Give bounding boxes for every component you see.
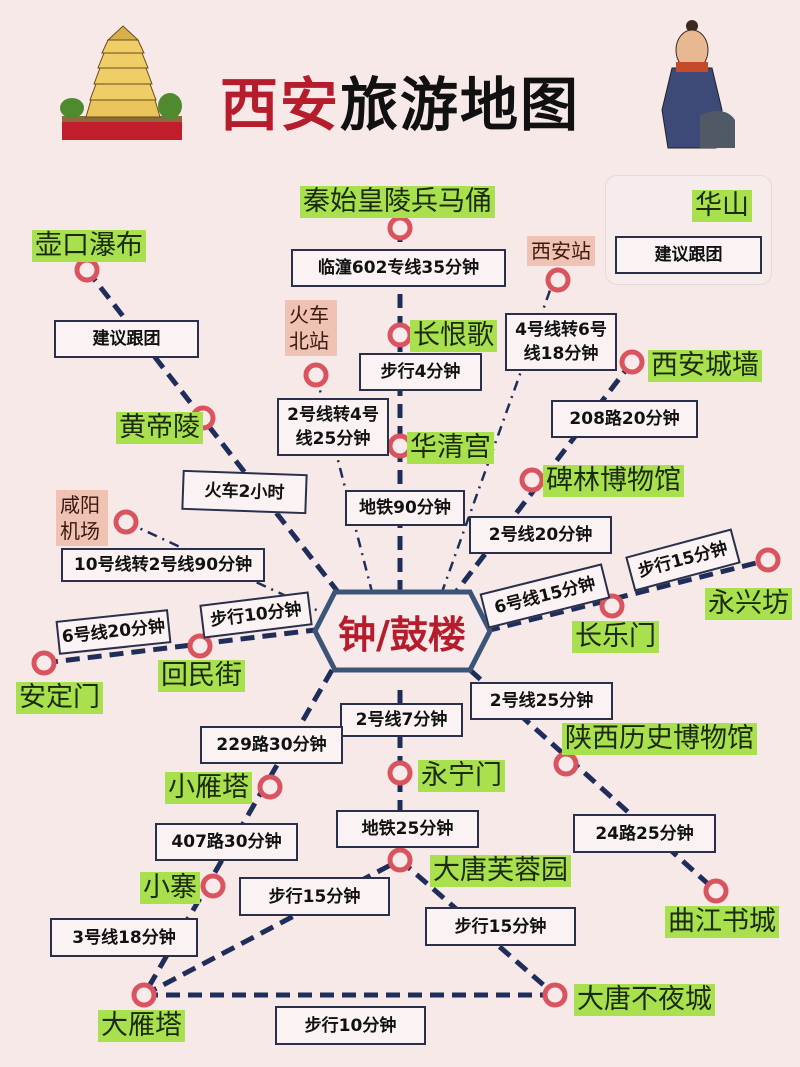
route-walk10-south: 步行10分钟: [275, 1006, 426, 1045]
route-train2h: 火车2小时: [181, 469, 308, 515]
hub-bell-drum-tower[interactable]: 钟/鼓楼: [338, 611, 466, 657]
route-line10to2: 10号线转2号线90分钟: [61, 548, 265, 582]
route-line2to4: 2号线转4号线25分钟: [277, 398, 389, 456]
place-yongxing[interactable]: 永兴坊: [705, 588, 792, 620]
route-line2-7: 2号线7分钟: [340, 703, 463, 737]
place-yongning[interactable]: 永宁门: [418, 760, 505, 792]
route-hukou-tour: 建议跟团: [54, 320, 199, 358]
route-bus208: 208路20分钟: [551, 400, 698, 438]
terracotta-warrior-icon: [661, 20, 735, 149]
route-huashan-tour: 建议跟团: [615, 236, 762, 274]
route-bus24: 24路25分钟: [573, 814, 716, 853]
place-huimin[interactable]: 回民街: [158, 660, 245, 692]
page-title: 西安旅游地图: [0, 58, 800, 142]
place-beilin[interactable]: 碑林博物馆: [543, 465, 684, 497]
station-xian[interactable]: 西安站: [527, 236, 595, 266]
station-xianyang-airport[interactable]: 咸阳机场: [56, 490, 108, 546]
place-huaqing[interactable]: 华清宫: [407, 432, 494, 464]
place-qujiang[interactable]: 曲江书城: [665, 906, 779, 938]
hub-hexagon: [312, 589, 493, 673]
route-walk4: 步行4分钟: [359, 353, 482, 391]
title-city: 西安: [219, 71, 340, 139]
place-huashan[interactable]: 华山: [692, 190, 752, 222]
place-datang[interactable]: 大唐不夜城: [574, 984, 715, 1016]
title-rest: 旅游地图: [340, 71, 581, 139]
place-shaanxi-museum[interactable]: 陕西历史博物馆: [562, 723, 757, 755]
route-line4to6: 4号线转6号线18分钟: [505, 313, 617, 371]
route-line2-25: 2号线25分钟: [470, 682, 613, 720]
route-walk15-sw: 步行15分钟: [239, 877, 390, 916]
route-metro90: 地铁90分钟: [345, 490, 465, 526]
route-metro25: 地铁25分钟: [336, 810, 479, 848]
route-bus229: 229路30分钟: [200, 726, 343, 764]
place-hukou[interactable]: 壶口瀑布: [32, 230, 146, 262]
route-walk15-se: 步行15分钟: [425, 907, 576, 946]
place-big-goose[interactable]: 大雁塔: [98, 1010, 185, 1042]
pagoda-icon: [60, 25, 182, 140]
place-changle[interactable]: 长乐门: [572, 621, 659, 653]
station-nodes: [31, 215, 781, 1008]
route-bus407: 407路30分钟: [155, 823, 298, 861]
place-terracotta[interactable]: 秦始皇陵兵马俑: [300, 186, 495, 218]
place-citywall[interactable]: 西安城墙: [648, 350, 762, 382]
place-furong[interactable]: 大唐芙蓉园: [430, 855, 571, 887]
place-changhen[interactable]: 长恨歌: [410, 320, 497, 352]
place-anding[interactable]: 安定门: [16, 682, 103, 714]
route-line3-18: 3号线18分钟: [50, 918, 198, 957]
route-lintong602: 临潼602专线35分钟: [291, 249, 506, 287]
place-small-goose[interactable]: 小雁塔: [165, 772, 252, 804]
place-xiaozhai[interactable]: 小寨: [140, 872, 200, 904]
route-line2-20: 2号线20分钟: [469, 516, 612, 554]
place-huangdi[interactable]: 黄帝陵: [116, 412, 203, 444]
station-north[interactable]: 火车北站: [285, 300, 337, 356]
